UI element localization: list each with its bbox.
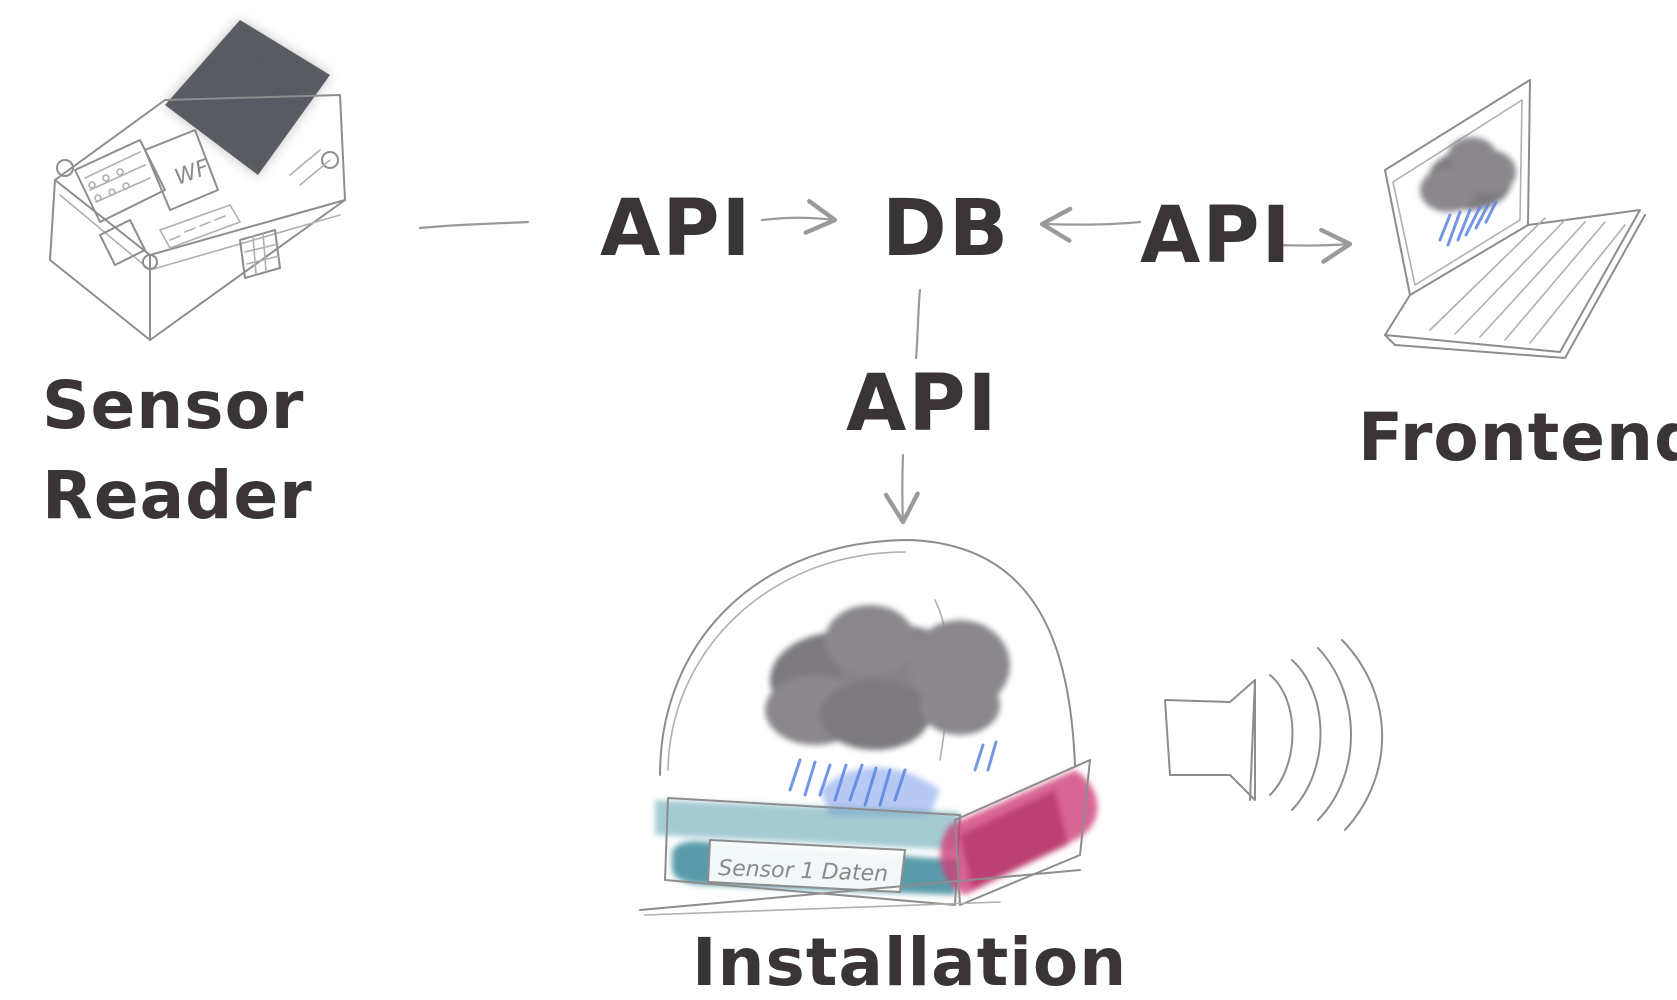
connector-api-to-frontend — [1276, 227, 1353, 264]
connector-db-to-api-down — [914, 288, 922, 360]
installation-card-text: Sensor 1 Daten — [718, 856, 889, 887]
connector-api-to-db — [760, 199, 838, 235]
sensor-reader-label-line2: Reader — [42, 457, 313, 534]
frontend-api-label: API — [1140, 191, 1293, 281]
sensor-reader-board-icon: WF — [49, 20, 346, 341]
db-label: DB — [882, 184, 1010, 274]
connector-api-to-installation — [883, 453, 920, 525]
connector-sensor-to-api — [418, 220, 530, 230]
sensor-reader-label-line1: Sensor — [42, 367, 304, 444]
connector-db-to-api-right — [1039, 206, 1142, 243]
frontend-label: Frontend — [1358, 399, 1677, 476]
speaker-icon — [1164, 639, 1384, 831]
frontend-laptop-icon — [1384, 79, 1646, 359]
installation-label: Installation — [692, 924, 1127, 1000]
installation-api-label: API — [846, 359, 999, 449]
sensor-api-label: API — [600, 184, 753, 274]
installation-dome-icon: Sensor 1 Daten — [639, 539, 1098, 916]
